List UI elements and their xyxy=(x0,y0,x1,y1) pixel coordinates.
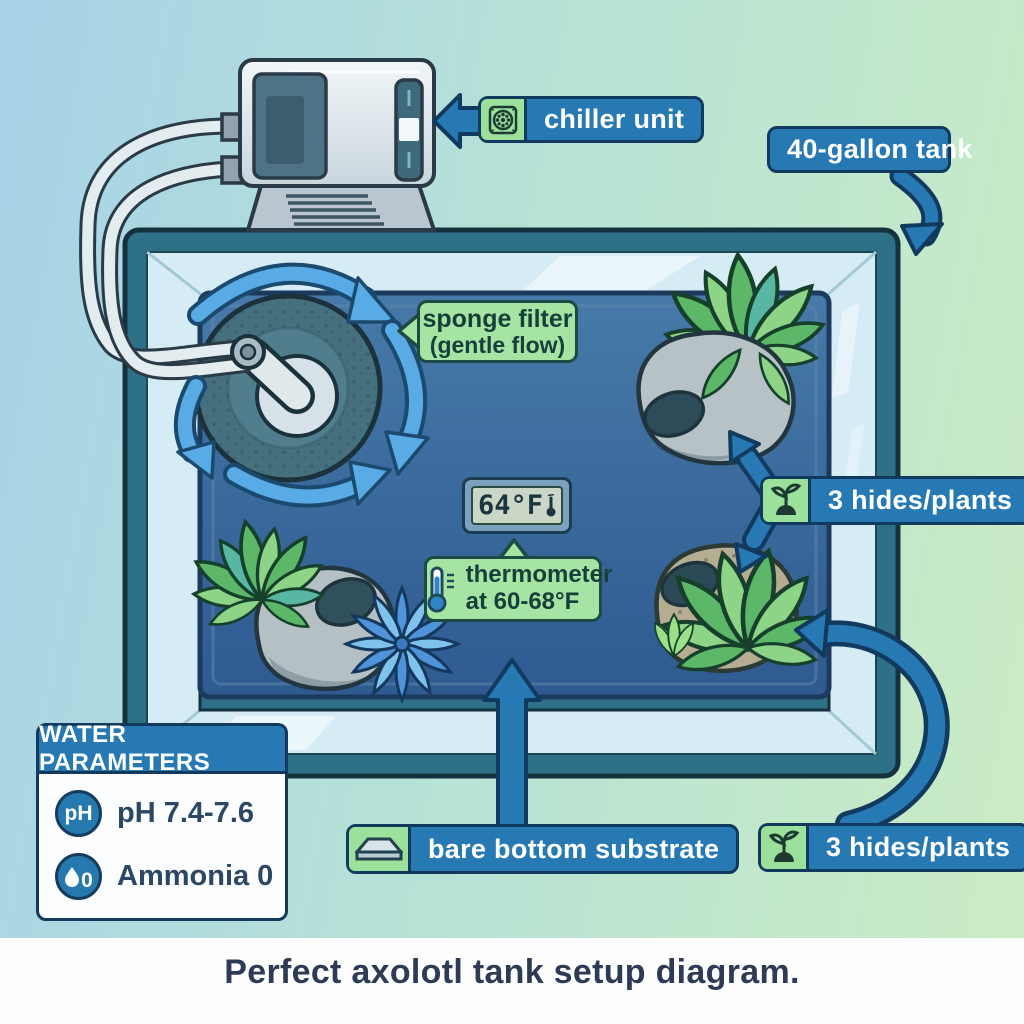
tank-size-label: 40-gallon tank xyxy=(767,126,972,173)
arrowhead xyxy=(728,430,761,464)
substrate-label: bare bottom substrate xyxy=(346,824,740,874)
chiller-display-inner xyxy=(266,96,304,164)
flow-arrow xyxy=(227,467,363,504)
thermometer-display: 64°F xyxy=(462,477,572,534)
hide-top-right xyxy=(636,254,829,466)
water-flow-arrows xyxy=(173,262,430,508)
arrow-to-tank-head xyxy=(900,222,944,256)
fan-icon xyxy=(481,99,527,140)
chiller-vents xyxy=(286,194,384,226)
ammonia-row: 0 Ammonia 0 xyxy=(55,853,273,900)
sponge-filter-line2: (gentle flow) xyxy=(429,331,566,358)
plant-sprout-icon xyxy=(763,479,811,522)
caption-strip: Perfect axolotl tank setup diagram. xyxy=(0,938,1024,1024)
glass-bevel xyxy=(146,250,204,298)
tube xyxy=(104,163,251,378)
blue-plant-center xyxy=(393,635,411,653)
glass-shine xyxy=(832,302,860,398)
thermometer-note-line2: at 60-68°F xyxy=(465,588,580,615)
temperature-value: 64°F xyxy=(477,490,544,521)
chiller-unit xyxy=(220,58,437,232)
arrowhead xyxy=(794,608,830,658)
blue-plant xyxy=(344,586,460,702)
hides-plants-label-top: 3 hides/plants xyxy=(760,476,1024,525)
thermometer-icon xyxy=(427,566,454,613)
substrate-tray-icon xyxy=(349,827,411,871)
hides-plants-bottom-text: 3 hides/plants xyxy=(826,832,1011,862)
thermometer-note-bubble: thermometer at 60-68°F xyxy=(424,556,612,622)
hide-bottom-right xyxy=(649,543,833,678)
filter-tube-cap xyxy=(230,334,266,370)
flow-arrowhead xyxy=(348,460,392,506)
arrowhead xyxy=(734,542,768,574)
water-drop-icon xyxy=(65,866,80,887)
water-parameters-title: WATER PARAMETERS xyxy=(36,721,288,776)
water-parameters-panel: WATER PARAMETERS pH pH 7.4-7.6 0 Ammonia… xyxy=(36,721,288,921)
hides-plants-top-text: 3 hides/plants xyxy=(828,485,1013,515)
thermometer-note-line1: thermometer xyxy=(465,561,613,589)
sponge-filter-line1: sponge filter xyxy=(422,304,573,333)
arrow-to-substrate xyxy=(482,658,542,828)
caption-text: Perfect axolotl tank setup diagram. xyxy=(224,953,800,991)
thermometer-lcd: 64°F xyxy=(471,486,563,525)
tank-size-label-text: 40-gallon tank xyxy=(787,134,973,164)
rock-shade xyxy=(268,656,368,687)
ph-row: pH pH 7.4-7.6 xyxy=(55,790,269,837)
hide-opening xyxy=(315,577,377,627)
flow-arrowhead xyxy=(346,276,398,324)
chiller-unit-label: chiller unit xyxy=(478,96,705,143)
plant-sprout-icon xyxy=(761,826,809,869)
sponge-filter-bubble: sponge filter (gentle flow) xyxy=(417,300,578,363)
glass-bevel xyxy=(824,706,878,756)
ammonia-badge: 0 xyxy=(55,853,102,900)
glass-bevel xyxy=(825,250,877,298)
flow-arrow xyxy=(385,323,424,447)
thermometer-glyph-icon xyxy=(546,493,556,516)
tube xyxy=(82,120,243,363)
hides-plants-label-bottom: 3 hides/plants xyxy=(758,823,1024,872)
hide-bottom-left xyxy=(189,517,460,702)
ammonia-value: Ammonia 0 xyxy=(117,860,274,892)
flow-arrowhead xyxy=(384,430,430,476)
ph-value: pH 7.4-7.6 xyxy=(117,797,254,829)
flow-arrow xyxy=(191,266,373,322)
chiller-tubes xyxy=(79,117,251,381)
curved-arrow xyxy=(817,624,946,833)
water-parameters-body: pH pH 7.4-7.6 0 Ammonia 0 xyxy=(36,771,288,921)
chiller-unit-label-text: chiller unit xyxy=(544,104,685,134)
substrate-label-text: bare bottom substrate xyxy=(428,833,720,864)
rock-shade xyxy=(648,432,744,462)
flow-arrow xyxy=(177,379,203,459)
glass-shine xyxy=(844,424,864,490)
ammonia-badge-zero: 0 xyxy=(81,869,93,892)
arrow-to-chiller xyxy=(432,93,483,149)
glass-shine xyxy=(520,256,700,293)
flow-arrowhead xyxy=(176,440,216,480)
hide-opening xyxy=(642,390,706,438)
chiller-slider-handle xyxy=(399,118,419,141)
ph-badge: pH xyxy=(55,790,102,837)
